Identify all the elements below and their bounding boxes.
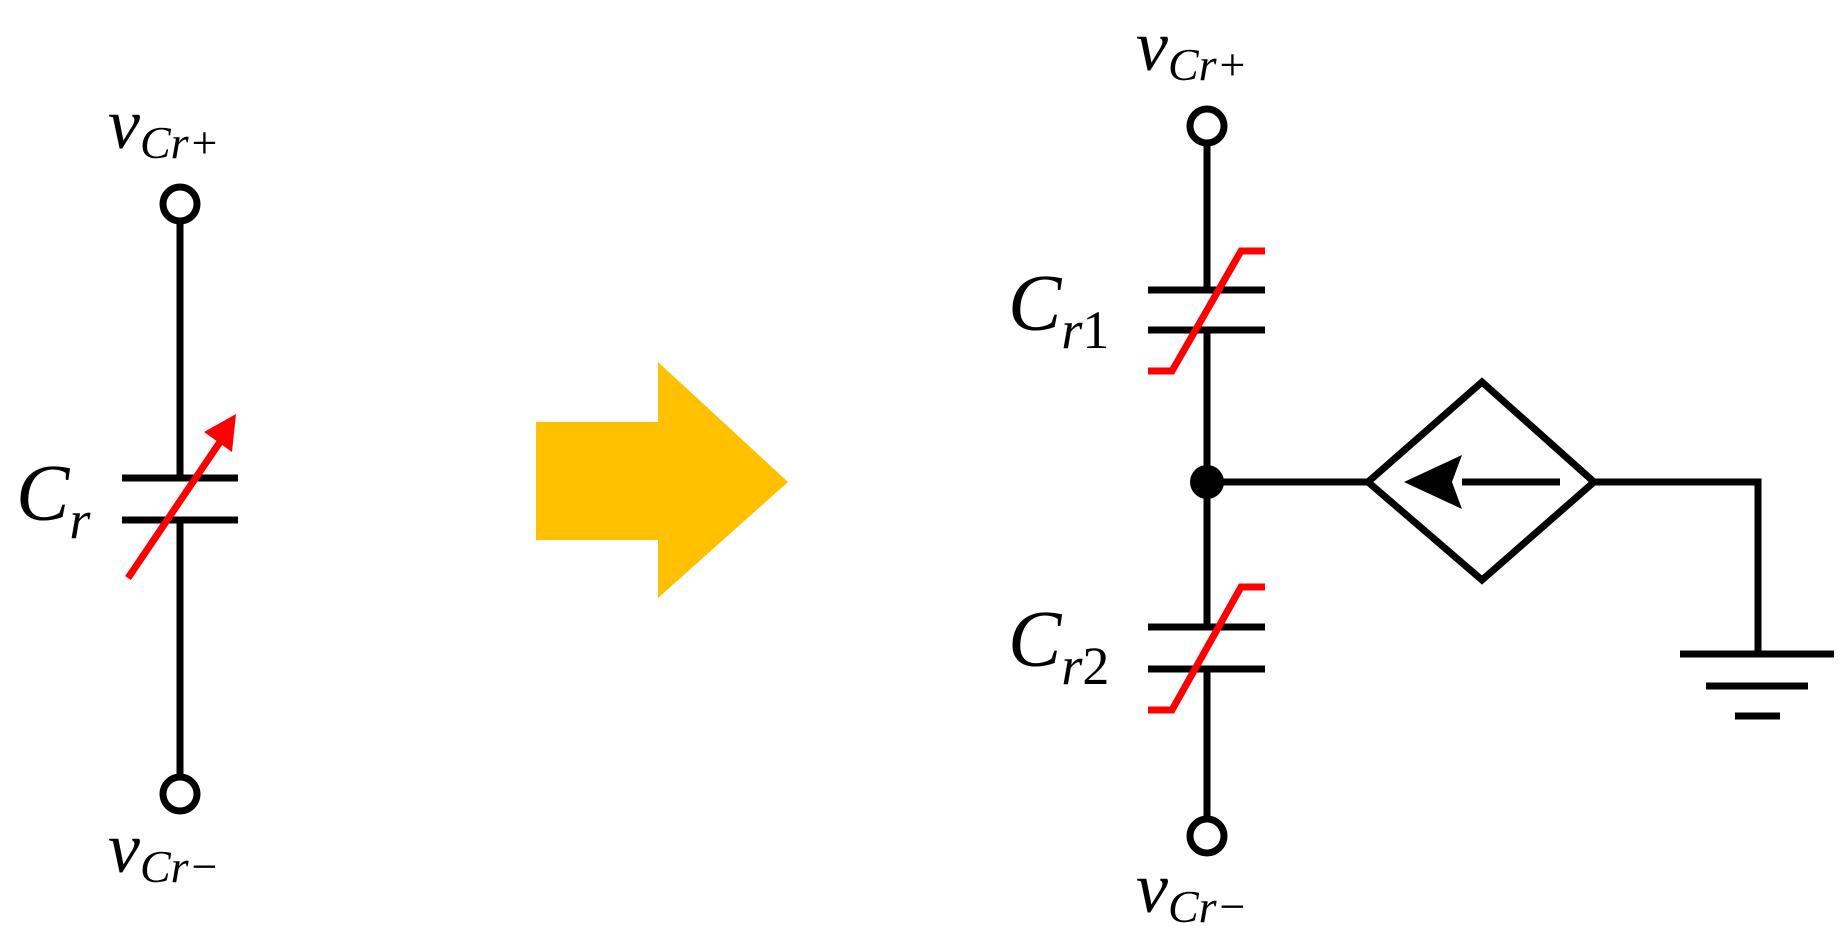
variable-capacitor-arrow-icon (125, 414, 236, 580)
capacitor-2-label: Cr2 (1008, 596, 1109, 696)
right-circuit: vCr+ vCr− Cr1 Cr2 (1008, 6, 1834, 932)
ground-icon (1680, 650, 1834, 720)
left-top-terminal-label: vCr+ (108, 84, 220, 168)
left-bottom-terminal-label: vCr− (108, 808, 220, 892)
left-bottom-terminal (159, 773, 201, 815)
capacitor-2 (1148, 583, 1265, 714)
right-top-terminal-label: vCr+ (1136, 6, 1248, 90)
capacitor-1 (1148, 247, 1265, 375)
nonlinear-capacitor-marker-icon (1148, 583, 1265, 714)
transform-arrow-icon (536, 362, 788, 598)
right-bottom-terminal-label: vCr− (1136, 848, 1248, 932)
source-right-wire (1594, 478, 1762, 654)
capacitor-1-label: Cr1 (1008, 260, 1109, 360)
dependent-current-source-icon (1362, 377, 1600, 585)
left-top-terminal (159, 183, 201, 225)
left-circuit: vCr+ vCr− Cr (16, 84, 238, 892)
nonlinear-capacitor-marker-icon (1148, 247, 1265, 375)
right-bottom-terminal (1186, 815, 1228, 857)
left-capacitor-label: Cr (16, 450, 91, 550)
right-top-terminal (1186, 105, 1228, 147)
